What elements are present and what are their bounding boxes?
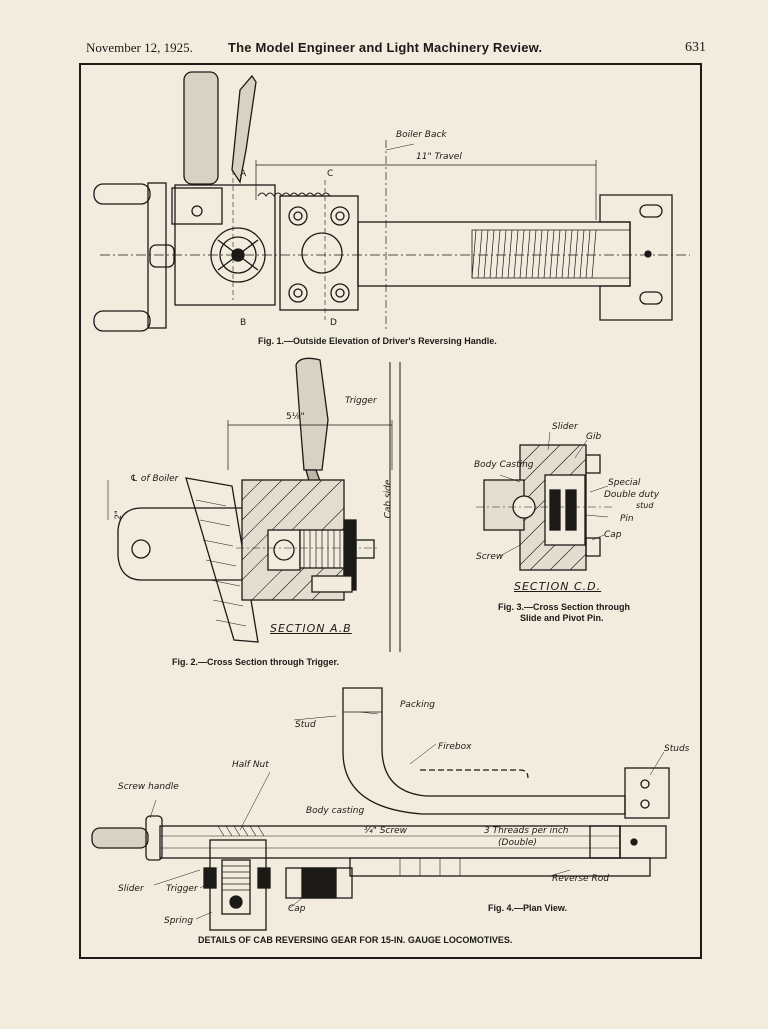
label-special: Special [608,478,641,488]
label-screw: ¾" Screw [364,826,407,836]
label-studs: Studs [664,744,690,754]
header-page-number: 631 [685,40,706,55]
label-travel: 11" Travel [416,152,462,162]
label-trigger: Trigger [345,396,377,406]
label-gib: Gib [586,432,602,442]
fig3-drawing [476,444,612,571]
label-d: D [330,318,337,328]
fig1-drawing [93,71,690,332]
plate-caption: DETAILS OF CAB REVERSING GEAR FOR 15-IN.… [198,935,513,945]
fig3-caption-line2: Slide and Pivot Pin. [520,613,604,623]
label-packing: Packing [400,700,436,710]
drawing-frame [79,63,702,959]
label-body: Body Casting [474,460,534,470]
label-slider: Slider [118,884,144,894]
label-boiler-centreline: ℄ of Boiler [130,474,179,484]
label-cap-fig4: Cap [288,904,306,914]
label-reverse-rod: Reverse Rod [552,874,609,884]
label-screw-fig3: Screw [476,552,504,562]
label-c: C [327,169,334,179]
label-a: A [240,169,247,179]
label-body-casting: Body casting [306,806,365,816]
header-date: November 12, 1925. [86,40,193,55]
fig2-drawing [107,357,401,652]
label-cap-fig3: Cap [604,530,622,540]
label-trigger-fig4: Trigger [166,884,198,894]
label-slider-fig3: Slider [552,422,578,432]
section-cd-title: SECTION C.D. [514,580,602,593]
fig4-caption: Fig. 4.—Plan View. [488,903,568,913]
fig1-caption: Fig. 1.—Outside Elevation of Driver's Re… [258,336,497,346]
label-b: B [240,318,247,328]
label-cab-side: Cab side [383,479,394,519]
fig2-caption: Fig. 2.—Cross Section through Trigger. [172,657,340,667]
label-pin: Pin [620,514,634,524]
label-stud-fig3: stud [636,501,654,510]
header-title: The Model Engineer and Light Machinery R… [228,40,543,55]
label-double: (Double) [498,838,537,848]
label-half-nut: Half Nut [232,760,269,770]
section-ab-title: SECTION A.B [270,622,352,635]
label-boiler-back: Boiler Back [396,130,447,140]
label-threads: 3 Threads per inch [484,826,569,836]
label-screw-handle: Screw handle [118,782,179,792]
fig3-caption-line1: Fig. 3.—Cross Section through [498,602,631,612]
page-header: November 12, 1925. The Model Engineer an… [80,40,708,62]
label-dim-5-1-8: 5⅛" [286,412,305,422]
label-stud: Stud [295,720,316,730]
label-double-duty: Double duty [604,490,660,500]
label-two-inch: 2" [113,510,124,520]
label-firebox: Firebox [438,742,472,752]
label-spring: Spring [164,916,194,926]
fig4-drawing [91,687,670,931]
